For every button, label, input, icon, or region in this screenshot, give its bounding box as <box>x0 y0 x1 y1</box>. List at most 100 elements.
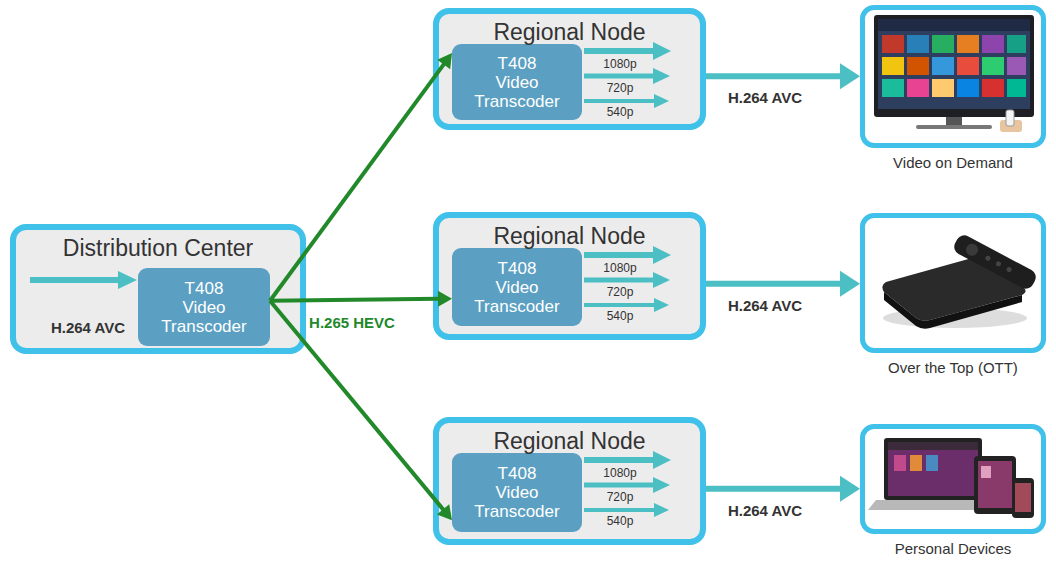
tv-illustration-part <box>932 79 954 97</box>
output-arrows-part <box>584 74 656 79</box>
personal-devices-illustration-part <box>974 456 1016 514</box>
transcoder-box: T408 Video Transcoder <box>452 248 582 326</box>
box-title: Regional Node <box>439 218 700 250</box>
output-arrows-part <box>653 272 670 288</box>
resolution-label: 540p <box>607 514 634 528</box>
resolution-label: 540p <box>607 105 634 119</box>
tv-illustration-part <box>957 79 979 97</box>
set-top-box-illustration-part <box>951 233 1038 292</box>
output-arrows-part <box>584 99 656 103</box>
tv-illustration-part <box>982 35 1004 53</box>
personal-devices-illustration-part <box>888 442 978 496</box>
resolution-label: 1080p <box>603 466 636 480</box>
resolution-label: 720p <box>607 285 634 299</box>
flow-arrow <box>270 301 452 520</box>
output-arrows-part <box>653 42 671 60</box>
box-text: T408 Video Transcoder <box>474 464 559 521</box>
tv-illustration-part <box>878 19 1030 109</box>
tv-illustration-part <box>882 79 904 97</box>
arrow-head <box>437 504 452 520</box>
personal-devices-illustration-part <box>981 466 991 478</box>
personal-devices-illustration-part <box>1015 483 1031 512</box>
tv-illustration-part <box>882 35 904 53</box>
personal-devices-illustration-part <box>894 455 906 471</box>
box-text: T408 Video Transcoder <box>474 259 559 316</box>
tv-illustration-part <box>907 35 929 53</box>
resolution-label: 1080p <box>603 261 636 275</box>
device-caption: Video on Demand <box>865 154 1041 171</box>
output-arrows-part <box>584 303 656 307</box>
arrow-line <box>706 486 841 492</box>
flow-arrow <box>706 476 860 502</box>
personal-devices-illustration-part <box>978 461 1012 508</box>
tv-illustration-part <box>1007 35 1026 53</box>
container-box: Regional NodeT408 Video Transcoder <box>433 8 706 130</box>
arrow-head <box>840 271 860 297</box>
output-arrows-part <box>584 278 656 283</box>
output-arrows-part <box>653 68 670 84</box>
box-text: T408 Video Transcoder <box>474 54 559 111</box>
input-arrow-part <box>30 277 120 283</box>
container-box: Regional NodeT408 Video Transcoder <box>433 212 706 340</box>
output-arrows-part <box>584 457 656 463</box>
box-title: Distribution Center <box>16 230 300 262</box>
input-arrow-part <box>118 271 137 289</box>
set-top-box-illustration-part <box>884 292 1022 329</box>
device-caption: Personal Devices <box>865 540 1041 557</box>
input-arrow <box>30 271 137 289</box>
output-arrows <box>584 42 671 517</box>
arrow-line <box>270 299 439 301</box>
tv-illustration-part <box>932 35 954 53</box>
box-text: T408 Video Transcoder <box>161 279 246 336</box>
resolution-label: 720p <box>607 490 634 504</box>
tv-illustration <box>874 15 1034 132</box>
personal-devices-illustration-part <box>1012 478 1034 518</box>
tv-illustration-part <box>1006 110 1014 126</box>
set-top-box-illustration-part-part <box>1006 266 1013 273</box>
arrow-head <box>840 63 860 89</box>
arrow-head <box>437 53 452 69</box>
tv-illustration-part <box>878 19 1030 31</box>
tv-illustration-part <box>946 117 962 125</box>
output-arrows-part <box>654 94 669 108</box>
codec-label: H.264 AVC <box>728 89 802 107</box>
output-arrows-part <box>653 246 671 264</box>
set-top-box-illustration-part-part <box>951 233 1038 292</box>
resolution-label: 1080p <box>603 57 636 71</box>
set-top-box-illustration <box>882 233 1038 329</box>
arrow-head <box>840 476 860 502</box>
transcoder-box: T408 Video Transcoder <box>452 453 582 532</box>
output-arrows-part <box>654 503 669 517</box>
resolution-label: 540p <box>607 309 634 323</box>
container-box: Regional NodeT408 Video Transcoder <box>433 417 706 545</box>
output-arrows-part <box>584 508 656 512</box>
flow-arrow <box>706 271 860 297</box>
set-top-box-illustration-part-part <box>964 242 980 258</box>
output-arrows-part <box>653 451 671 469</box>
personal-devices-illustration-part <box>910 455 922 471</box>
resolution-label: 720p <box>607 81 634 95</box>
flow-arrow <box>706 63 860 89</box>
arrow-head <box>438 291 452 307</box>
tv-illustration-part <box>982 79 1004 97</box>
device-caption: Over the Top (OTT) <box>865 359 1041 376</box>
codec-label: H.265 HEVC <box>309 314 395 332</box>
output-arrows-part <box>653 477 670 493</box>
tv-illustration-part <box>957 57 979 75</box>
box-title: Regional Node <box>439 14 700 46</box>
personal-devices-illustration-part <box>888 442 978 450</box>
codec-label: H.264 AVC <box>728 297 802 315</box>
arrow-line <box>706 73 841 79</box>
tv-illustration-part <box>1007 79 1026 97</box>
tv-illustration-part <box>916 125 992 129</box>
tv-illustration-part <box>932 57 954 75</box>
tv-illustration-part <box>982 57 1004 75</box>
personal-devices-illustration <box>868 438 1034 518</box>
tv-illustration-part <box>1007 57 1026 75</box>
output-arrows-part <box>584 48 656 54</box>
set-top-box-illustration-part-part <box>985 255 992 262</box>
box-title: Regional Node <box>439 423 700 455</box>
tv-illustration-part <box>907 57 929 75</box>
arrow-line <box>270 301 444 510</box>
transcoder-box: T408 Video Transcoder <box>138 268 270 346</box>
